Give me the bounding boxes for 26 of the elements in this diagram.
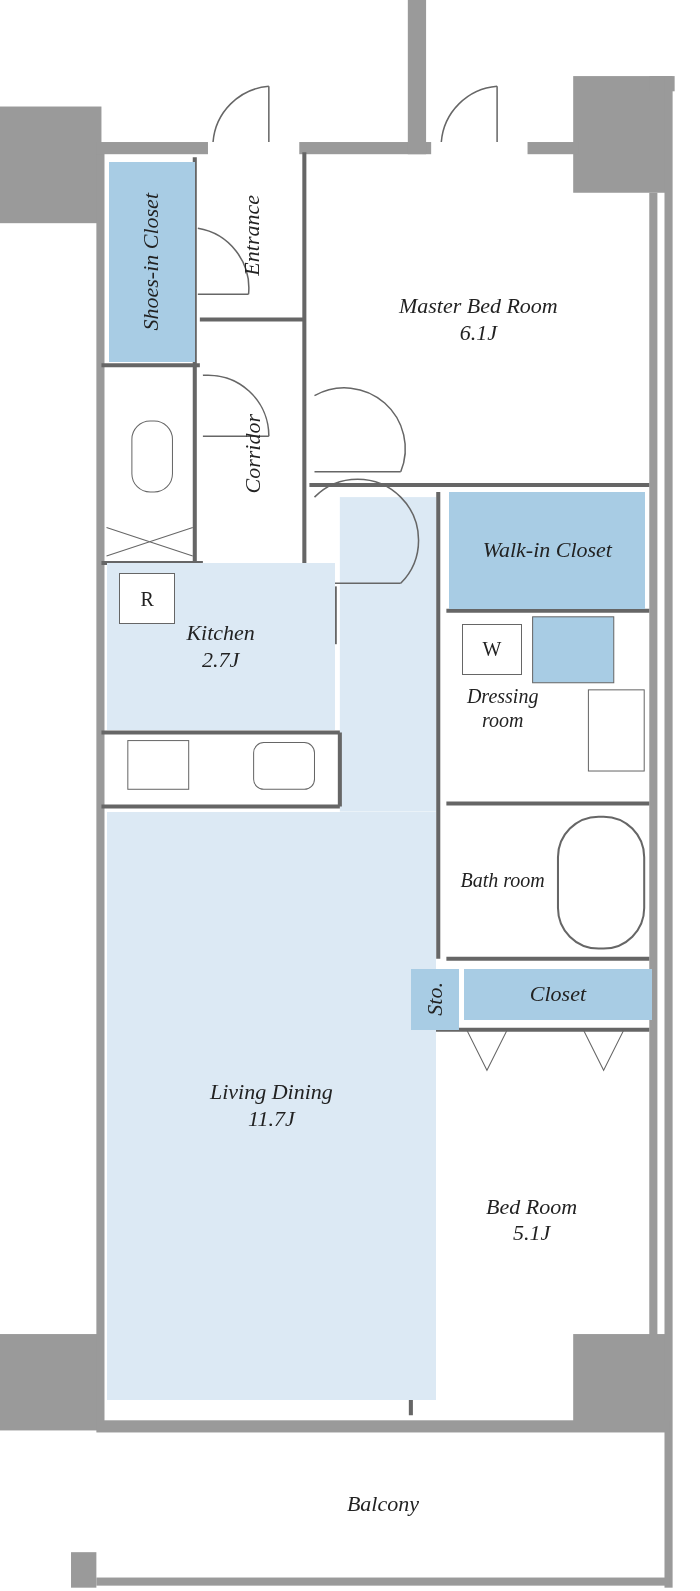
room-name: R (140, 586, 154, 611)
room-name: Bath room (460, 868, 545, 893)
storage (410, 968, 459, 1030)
room-name: Entrance (238, 195, 265, 276)
washer-box (461, 623, 523, 675)
room-name: Balcony (346, 1490, 419, 1518)
room-area: 2.7J (202, 646, 240, 674)
room-name: Corridor (240, 413, 267, 494)
room-name: Dressing room (465, 683, 540, 732)
room-name: Walk-in Closet (482, 537, 612, 564)
room-area: 6.1J (459, 319, 497, 346)
room-name: Shoes-in Closet (138, 193, 165, 331)
room-area: 11.7J (248, 1105, 295, 1133)
room-name: Master Bed Room (398, 293, 558, 320)
room-name: Closet (529, 981, 587, 1008)
refrigerator-box (118, 573, 176, 624)
closet (463, 968, 653, 1020)
room-area: 5.1J (512, 1219, 551, 1247)
kitchen-floor (106, 563, 335, 731)
closet (108, 162, 195, 363)
closet (449, 492, 646, 609)
room-name: Kitchen (186, 620, 255, 647)
room-name: Bed Room (486, 1193, 578, 1220)
room-name: W (482, 637, 502, 662)
room-name: Sto. (421, 982, 448, 1017)
room-name: Living Dining (209, 1079, 333, 1106)
